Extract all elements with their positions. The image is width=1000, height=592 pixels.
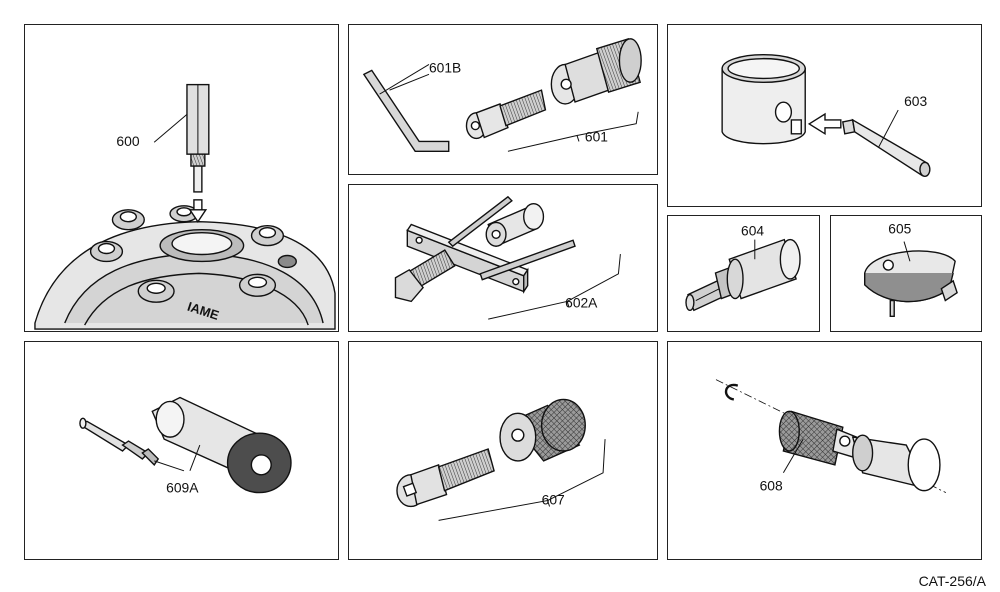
piston-illustration bbox=[721, 53, 806, 145]
panel-609: 609A bbox=[24, 341, 339, 560]
panel-602: 602A bbox=[348, 184, 658, 332]
part-label-605: 605 bbox=[888, 222, 911, 237]
leader-line bbox=[903, 241, 911, 262]
drift-rod-illustration bbox=[79, 417, 160, 466]
part-label-608: 608 bbox=[760, 478, 783, 494]
knurled-nut-illustration bbox=[499, 398, 586, 462]
part-label-607: 607 bbox=[542, 492, 565, 508]
leader-line bbox=[438, 499, 551, 521]
hex-key-illustration bbox=[362, 64, 450, 152]
tool-605-illustration bbox=[864, 250, 958, 317]
part-label-600: 600 bbox=[116, 133, 139, 149]
leader-line bbox=[507, 134, 580, 152]
circlip-illustration bbox=[724, 383, 739, 401]
cap-screw-illustration bbox=[465, 89, 547, 140]
puller-illustration bbox=[394, 195, 576, 303]
part-label-601: 601 bbox=[585, 128, 608, 144]
catalog-code: CAT-256/A bbox=[918, 573, 986, 589]
part-label-604: 604 bbox=[741, 224, 764, 239]
knurled-tool-608-illustration bbox=[778, 410, 941, 492]
panel-600: IAME 600 bbox=[24, 24, 339, 332]
part-label-601B: 601B bbox=[429, 59, 461, 75]
leader-line bbox=[189, 444, 201, 471]
part-label-603: 603 bbox=[904, 93, 927, 109]
panel-604: 604 bbox=[667, 215, 820, 332]
panel-603: 603 bbox=[667, 24, 982, 207]
tool-600-illustration bbox=[153, 83, 210, 223]
leader-line bbox=[782, 438, 804, 474]
leader-line bbox=[877, 109, 899, 148]
nut bbox=[89, 205, 285, 303]
leader-line bbox=[488, 300, 570, 320]
pin-tool-illustration bbox=[842, 118, 931, 178]
cylinder-head-illustration: IAME bbox=[34, 205, 336, 330]
leader-line bbox=[153, 114, 188, 143]
threaded-bushing-illustration bbox=[550, 37, 642, 105]
cap-screw-illustration bbox=[396, 448, 495, 508]
panel-605: 605 bbox=[830, 215, 982, 332]
sleeve-illustration bbox=[151, 396, 292, 494]
insertion-arrow bbox=[807, 112, 842, 136]
panel-601: 601B 601 bbox=[348, 24, 658, 175]
tool-604-illustration bbox=[685, 238, 801, 312]
part-label-609A: 609A bbox=[166, 480, 199, 496]
panel-608: 608 bbox=[667, 341, 982, 560]
part-label-602A: 602A bbox=[565, 294, 598, 310]
panel-607: 607 bbox=[348, 341, 658, 560]
